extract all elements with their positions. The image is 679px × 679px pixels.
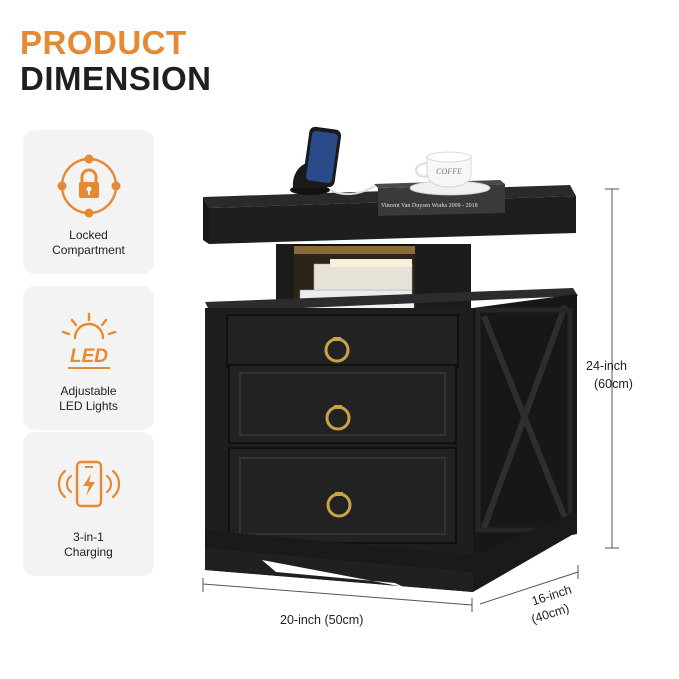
cup-text: COFFE [436, 167, 462, 176]
book-title: Vincent Van Duysen Works 2009 - 2018 [381, 203, 478, 209]
dimension-lines [202, 188, 619, 612]
height-dimension-label: 24-inch (60cm) [586, 359, 633, 391]
wireless-charging-icon [23, 454, 154, 522]
feature-card-led-lights: LED Adjustable LED Lights [23, 286, 154, 430]
feature-label: Adjustable LED Lights [59, 384, 118, 413]
feature-label: Locked Compartment [52, 228, 125, 257]
feature-label: 3-in-1 Charging [64, 530, 113, 559]
led-icon: LED [23, 308, 154, 376]
width-dimension-label: 20-inch (50cm) [280, 613, 364, 627]
feature-card-locked-compartment: Locked Compartment [23, 130, 154, 274]
coffee-cup [426, 156, 472, 188]
cabinet-top [205, 288, 578, 312]
lock-icon [23, 152, 154, 220]
feature-card-charging: 3-in-1 Charging [23, 432, 154, 576]
heading-product: PRODUCT [20, 24, 187, 61]
drawer-2 [228, 364, 457, 444]
led-text: LED [70, 346, 108, 367]
heading-dimension: DIMENSION [20, 60, 212, 97]
